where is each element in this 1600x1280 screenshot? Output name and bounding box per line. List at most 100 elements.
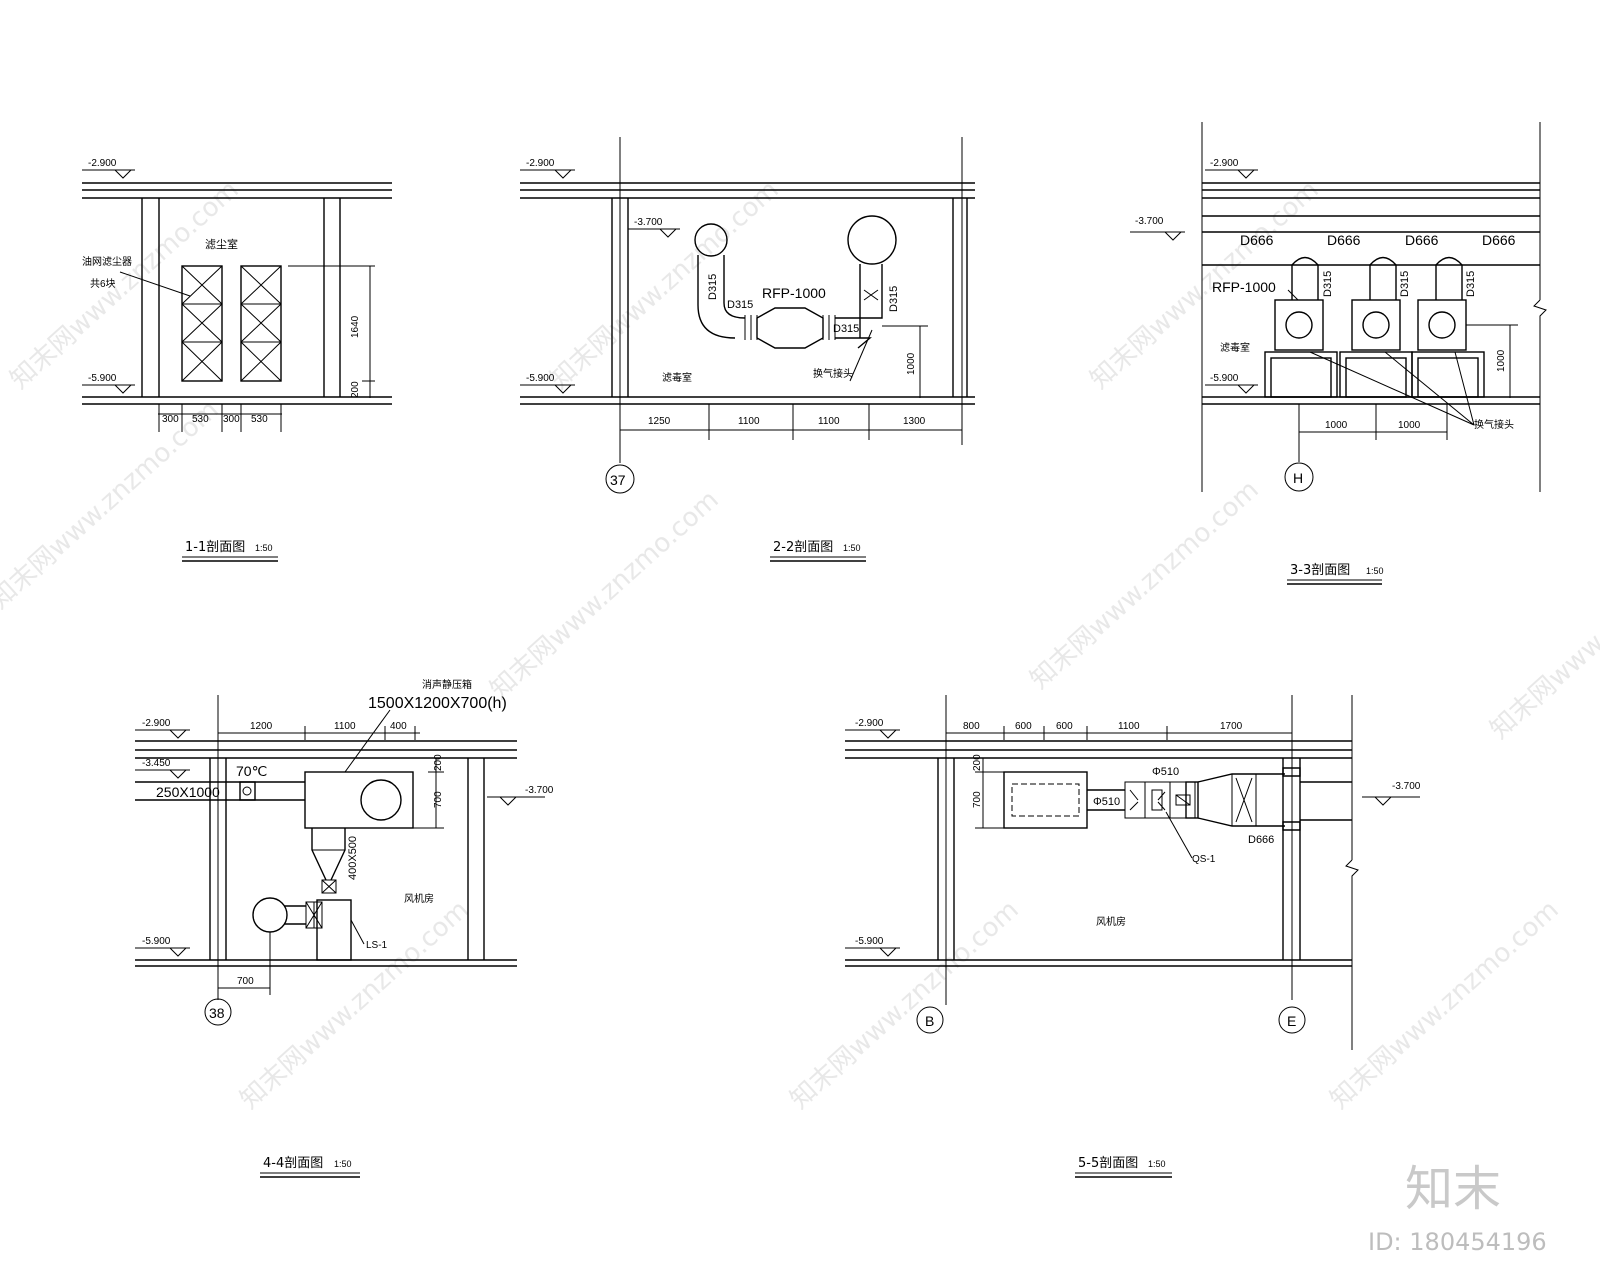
dimension: 1250 xyxy=(648,416,671,427)
duct-size: D315 xyxy=(707,274,719,300)
axis-label: 38 xyxy=(209,1005,225,1021)
watermark: 知末网www.znzmo.com xyxy=(545,175,785,395)
watermark: 知末网www.znzmo.com xyxy=(0,395,225,615)
duct-size: D315 xyxy=(833,323,859,335)
watermarks: 知末网www.znzmo.com 知末网www.znzmo.com 知末网www… xyxy=(0,175,1600,1115)
level-mark: -5.900 xyxy=(526,373,555,384)
duct-size: Φ510 xyxy=(1093,796,1120,808)
section-scale: 1:50 xyxy=(255,543,273,553)
level-mark: -3.700 xyxy=(525,785,554,796)
duct-size: D666 xyxy=(1248,834,1274,846)
dimension: 800 xyxy=(963,721,980,732)
watermark: 知末网www.znzmo.com xyxy=(1025,475,1265,695)
equipment-count: 共6块 xyxy=(90,278,116,290)
level-mark: -5.900 xyxy=(855,936,884,947)
dimension: 1100 xyxy=(334,721,356,732)
equipment-label: 油网滤尘器 xyxy=(82,255,132,268)
section-scale: 1:50 xyxy=(1366,566,1384,576)
image-id: ID: 180454196 xyxy=(1368,1228,1547,1256)
dimension: 1100 xyxy=(818,416,840,427)
axis-bubble xyxy=(916,1006,944,1034)
dimension: 1200 xyxy=(250,721,273,732)
dimension: 1000 xyxy=(1496,349,1507,372)
room-label: 滤尘室 xyxy=(205,237,238,251)
level-mark: -3.700 xyxy=(1392,781,1421,792)
dimension: 200 xyxy=(350,381,361,398)
duct-size: D315 xyxy=(727,299,753,311)
axis-label: 37 xyxy=(610,472,626,488)
axis-label: H xyxy=(1293,470,1303,486)
level-mark: -2.900 xyxy=(855,718,884,729)
equipment-label: RFP-1000 xyxy=(1212,279,1276,295)
dimension: 1640 xyxy=(350,315,361,338)
section-title: 4-4剖面图 xyxy=(263,1156,323,1171)
brand: 知末 ID: 180454196 xyxy=(1368,1161,1547,1256)
watermark: 知末网www.znzmo.com xyxy=(1085,175,1325,395)
box-name: 消声静压箱 xyxy=(422,678,472,691)
level-mark: -3.450 xyxy=(142,758,171,769)
level-mark: -2.900 xyxy=(142,718,171,729)
box-size: 1500X1200X700(h) xyxy=(368,695,507,712)
duct-size: D315 xyxy=(1465,271,1477,297)
temperature-label: 70℃ xyxy=(236,763,267,779)
axis-label: B xyxy=(925,1013,934,1029)
dimension: 300 xyxy=(223,414,240,425)
section-1-1: -2.900 -5.900 滤尘室 油网滤尘器 共6块 1640 200 300… xyxy=(82,158,392,562)
watermark: 知末网www.znzmo.com xyxy=(1325,895,1565,1115)
dimension: 600 xyxy=(1056,721,1073,732)
axis-bubble xyxy=(204,998,232,1026)
dimension: 200 xyxy=(972,754,983,771)
section-title: 3-3剖面图 xyxy=(1290,563,1350,578)
section-title: 2-2剖面图 xyxy=(773,540,833,555)
duct-size: D666 xyxy=(1405,232,1439,248)
level-mark: -3.700 xyxy=(634,217,663,228)
section-scale: 1:50 xyxy=(1148,1159,1166,1169)
room-label: 滤毒室 xyxy=(1220,341,1250,354)
level-mark: -2.900 xyxy=(526,158,555,169)
level-mark: -5.900 xyxy=(1210,373,1239,384)
watermark: 知末网www.znzmo.com xyxy=(235,895,475,1115)
callout-label: 换气接头 xyxy=(813,367,853,380)
equipment-label: LS-1 xyxy=(366,940,388,951)
callout-label: 换气接头 xyxy=(1474,418,1514,431)
section-scale: 1:50 xyxy=(843,543,861,553)
brand-logo: 知末 xyxy=(1405,1161,1501,1217)
duct-size: D315 xyxy=(1322,271,1334,297)
section-4-4: -2.900 -3.450 -3.700 -5.900 1200 1100 40… xyxy=(135,678,554,1178)
level-mark: -5.900 xyxy=(142,936,171,947)
dimension: 1100 xyxy=(738,416,760,427)
duct-size: 250X1000 xyxy=(156,784,220,800)
duct-size: D315 xyxy=(1399,271,1411,297)
dimension: 700 xyxy=(237,976,254,987)
section-5-5: -2.900 -3.700 -5.900 800 600 600 1100 17… xyxy=(845,695,1421,1178)
dimension: 700 xyxy=(972,791,983,808)
duct-size: D666 xyxy=(1327,232,1361,248)
axis-bubble xyxy=(605,464,635,494)
level-mark: -2.900 xyxy=(1210,158,1239,169)
section-scale: 1:50 xyxy=(334,1159,352,1169)
dimension: 1000 xyxy=(1325,420,1348,431)
axis-label: E xyxy=(1287,1013,1296,1029)
duct-size: Φ510 xyxy=(1152,766,1179,778)
section-3-3: -2.900 -3.700 -5.900 D666 D666 D666 D666… xyxy=(1130,122,1547,585)
axis-bubble xyxy=(1284,462,1314,492)
level-mark: -2.900 xyxy=(88,158,117,169)
dimension: 400 xyxy=(390,721,407,732)
dimension: 530 xyxy=(251,414,268,425)
level-mark: -5.900 xyxy=(88,373,117,384)
room-label: 风机房 xyxy=(404,892,434,905)
duct-size: D666 xyxy=(1240,232,1274,248)
watermark: 知末网www.znzmo.com xyxy=(5,175,245,395)
dimension: 1100 xyxy=(1118,721,1140,732)
section-title: 1-1剖面图 xyxy=(185,540,245,555)
room-label: 风机房 xyxy=(1096,915,1126,928)
section-title: 5-5剖面图 xyxy=(1078,1156,1138,1171)
dimension: 1000 xyxy=(906,352,917,375)
dimension: 600 xyxy=(1015,721,1032,732)
equipment-label: QS-1 xyxy=(1192,854,1216,865)
dimension: 1000 xyxy=(1398,420,1421,431)
axis-bubble xyxy=(1278,1006,1306,1034)
dimension: 700 xyxy=(433,791,444,808)
